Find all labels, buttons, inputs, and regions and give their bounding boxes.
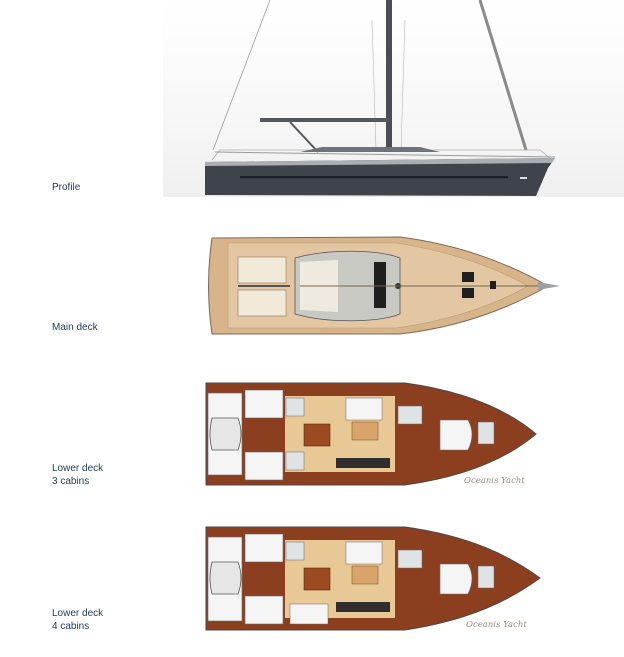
main-deck-drawing <box>208 236 560 335</box>
main-deck-label: Main deck <box>52 322 98 333</box>
lower-deck-4-label: Lower deck <box>52 608 104 619</box>
profile-label: Profile <box>52 182 81 193</box>
lower-deck-3-logo: Oceanis Yacht <box>464 476 525 486</box>
lower-deck-4-logo: Oceanis Yacht <box>466 620 527 630</box>
lower-deck-4-cabins-label: 4 cabins <box>52 621 90 632</box>
lower-deck-3-label: Lower deck <box>52 463 104 474</box>
lower-deck-3-cabins-label: 3 cabins <box>52 476 90 487</box>
lower-deck-3-drawing <box>205 382 537 486</box>
profile-drawing <box>205 0 556 196</box>
lower-deck-4-drawing <box>205 526 541 631</box>
